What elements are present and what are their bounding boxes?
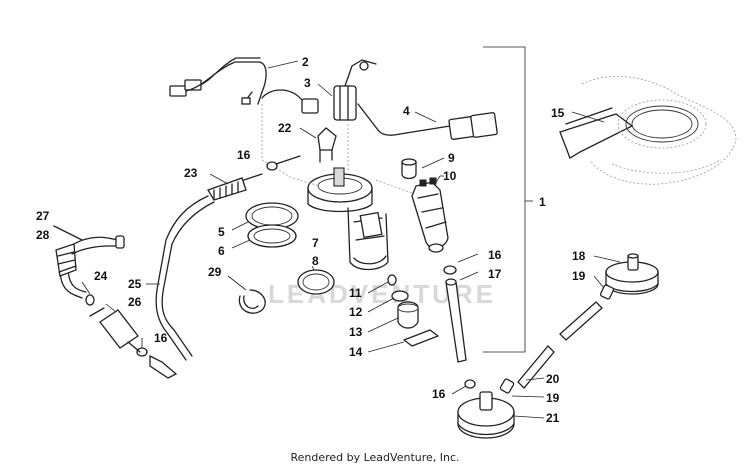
callout-22[interactable]: 22 xyxy=(278,121,292,135)
part-clamp-ring-8[interactable] xyxy=(297,265,335,295)
callout-25[interactable]: 25 xyxy=(128,277,142,291)
callout-10[interactable]: 10 xyxy=(443,169,457,183)
part-seal-12[interactable] xyxy=(367,290,409,313)
callout-7[interactable]: 7 xyxy=(312,236,319,250)
callout-11[interactable]: 11 xyxy=(349,286,362,300)
part-fuel-tank-15[interactable] xyxy=(559,75,737,185)
part-fuel-filter-26[interactable] xyxy=(89,303,141,353)
part-o-ring-11[interactable] xyxy=(367,274,397,294)
callout-16-left[interactable]: 16 xyxy=(154,331,168,345)
part-wire-harness[interactable] xyxy=(169,57,299,105)
part-cap-18[interactable] xyxy=(593,253,659,295)
part-fuel-line-23[interactable] xyxy=(207,155,301,201)
callout-29[interactable]: 29 xyxy=(208,265,222,279)
part-clamp-24[interactable] xyxy=(81,281,95,306)
callout-3[interactable]: 3 xyxy=(304,76,311,90)
part-cap-9[interactable] xyxy=(401,157,445,180)
callout-21[interactable]: 21 xyxy=(546,411,560,425)
callout-14[interactable]: 14 xyxy=(349,345,363,359)
callout-8[interactable]: 8 xyxy=(312,254,319,268)
callout-27[interactable]: 27 xyxy=(36,209,50,223)
part-fitting-19-upper[interactable] xyxy=(593,275,615,300)
callout-28[interactable]: 28 xyxy=(36,228,50,242)
part-fuel-pump-10[interactable] xyxy=(411,175,449,253)
callout-18[interactable]: 18 xyxy=(572,249,586,263)
callout-23[interactable]: 23 xyxy=(184,166,198,180)
callout-13[interactable]: 13 xyxy=(349,325,363,339)
part-clip-14[interactable] xyxy=(367,329,439,353)
callout-6[interactable]: 6 xyxy=(218,244,225,258)
callout-1[interactable]: 1 xyxy=(539,195,546,209)
part-gasket-6[interactable] xyxy=(231,224,297,249)
part-hose-20[interactable] xyxy=(517,301,603,389)
part-snap-ring-29[interactable] xyxy=(227,275,266,314)
part-elbow-fitting[interactable] xyxy=(299,127,337,163)
part-fuel-line-25[interactable] xyxy=(146,195,215,379)
callout-2[interactable]: 2 xyxy=(302,55,309,69)
part-sender-unit[interactable] xyxy=(261,59,377,121)
callout-24[interactable]: 24 xyxy=(94,269,108,283)
part-clamp-16-left[interactable] xyxy=(136,338,148,357)
callout-4[interactable]: 4 xyxy=(403,104,410,118)
callout-9[interactable]: 9 xyxy=(448,151,455,165)
part-clamp-16-lower[interactable] xyxy=(451,379,476,395)
part-cap-21[interactable] xyxy=(457,391,545,439)
part-fitting-19-lower[interactable] xyxy=(499,378,545,398)
part-hose-17[interactable] xyxy=(443,253,479,363)
part-fuel-pump-module[interactable] xyxy=(261,104,421,271)
part-ring-5[interactable] xyxy=(231,202,299,231)
callout-labels: 1 2 3 4 5 6 7 8 9 10 11 12 13 14 15 16 1… xyxy=(36,55,586,425)
part-hose-27[interactable] xyxy=(53,225,125,299)
callout-16-top[interactable]: 16 xyxy=(237,148,251,162)
callout-26[interactable]: 26 xyxy=(128,295,142,309)
callout-12[interactable]: 12 xyxy=(349,305,363,319)
assembly-bracket-1 xyxy=(483,46,533,353)
callout-15[interactable]: 15 xyxy=(551,106,565,120)
part-filter-13[interactable] xyxy=(367,301,419,333)
footer-credit: Rendered by LeadVenture, Inc. xyxy=(290,451,460,464)
callout-17[interactable]: 17 xyxy=(488,267,502,281)
part-lead-wire[interactable] xyxy=(357,103,498,140)
callout-16-right[interactable]: 16 xyxy=(488,248,502,262)
callout-19-upper[interactable]: 19 xyxy=(572,269,586,283)
callout-19-lower[interactable]: 19 xyxy=(546,391,560,405)
callout-16-lower[interactable]: 16 xyxy=(432,387,446,401)
callout-5[interactable]: 5 xyxy=(218,225,225,239)
callout-20[interactable]: 20 xyxy=(546,372,560,386)
